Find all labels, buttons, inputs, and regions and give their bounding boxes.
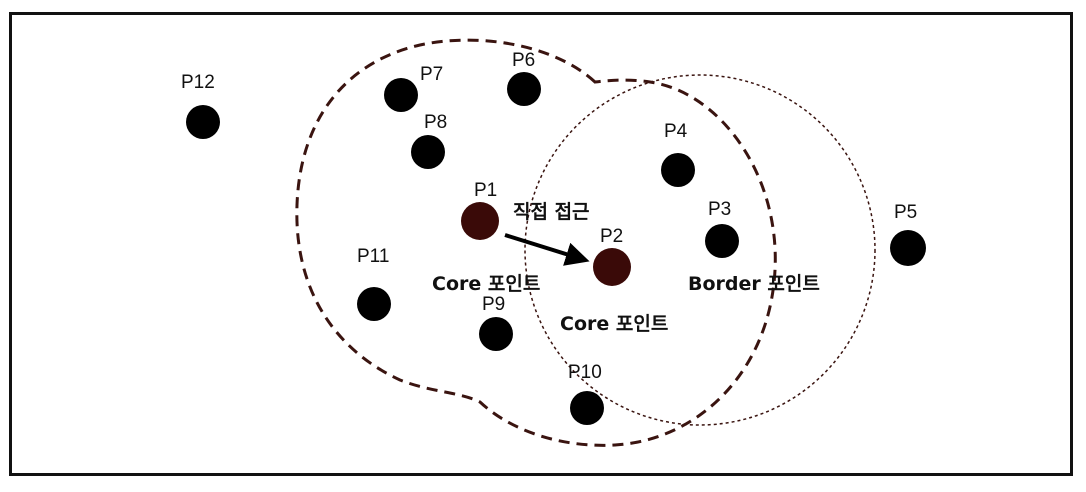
point-p7: P7 — [384, 64, 443, 112]
point-p12-dot — [186, 105, 220, 139]
direct-access-arrow — [504, 233, 590, 266]
point-p4-label: P4 — [664, 121, 688, 142]
point-p1: P1 — [461, 180, 499, 240]
direct-access-label: 직접 접근 — [513, 201, 590, 223]
point-p3-dot — [705, 224, 739, 258]
point-p9: P9 — [479, 294, 513, 351]
point-p10-label: P10 — [568, 362, 602, 383]
point-p1-dot — [461, 202, 499, 240]
point-p11-label: P11 — [357, 246, 389, 267]
point-p8-label: P8 — [424, 112, 447, 133]
p2-core-point-label: Core 포인트 — [560, 313, 668, 335]
point-p3-label: P3 — [708, 199, 731, 220]
point-p2-label: P2 — [600, 226, 623, 247]
point-p8-dot — [411, 135, 445, 169]
point-p10-dot — [570, 391, 604, 425]
point-p8: P8 — [411, 112, 447, 169]
point-p11-dot — [357, 287, 391, 321]
point-p2-dot — [593, 248, 631, 286]
point-p3: P3 — [705, 199, 739, 258]
point-p10: P10 — [568, 362, 604, 425]
p1-core-point-label: Core 포인트 — [432, 273, 540, 295]
point-p12: P12 — [181, 72, 220, 139]
point-p6-label: P6 — [512, 50, 535, 71]
point-p2: P2 — [593, 226, 631, 286]
point-p4: P4 — [661, 121, 695, 187]
point-p9-label: P9 — [482, 294, 505, 315]
point-p6-dot — [507, 72, 541, 106]
point-p12-label: P12 — [181, 72, 215, 93]
point-p7-label: P7 — [420, 64, 443, 85]
point-p4-dot — [661, 153, 695, 187]
point-p7-dot — [384, 78, 418, 112]
p2-neighborhood-circle — [524, 74, 876, 426]
point-p1-label: P1 — [474, 180, 497, 201]
point-p5: P5 — [890, 202, 926, 266]
point-p5-label: P5 — [894, 202, 917, 223]
point-p5-dot — [890, 230, 926, 266]
point-p6: P6 — [507, 50, 541, 106]
core-neighborhood-boundary — [295, 38, 777, 447]
border-point-label: Border 포인트 — [688, 273, 820, 295]
point-p9-dot — [479, 317, 513, 351]
point-p11: P11 — [357, 246, 391, 321]
